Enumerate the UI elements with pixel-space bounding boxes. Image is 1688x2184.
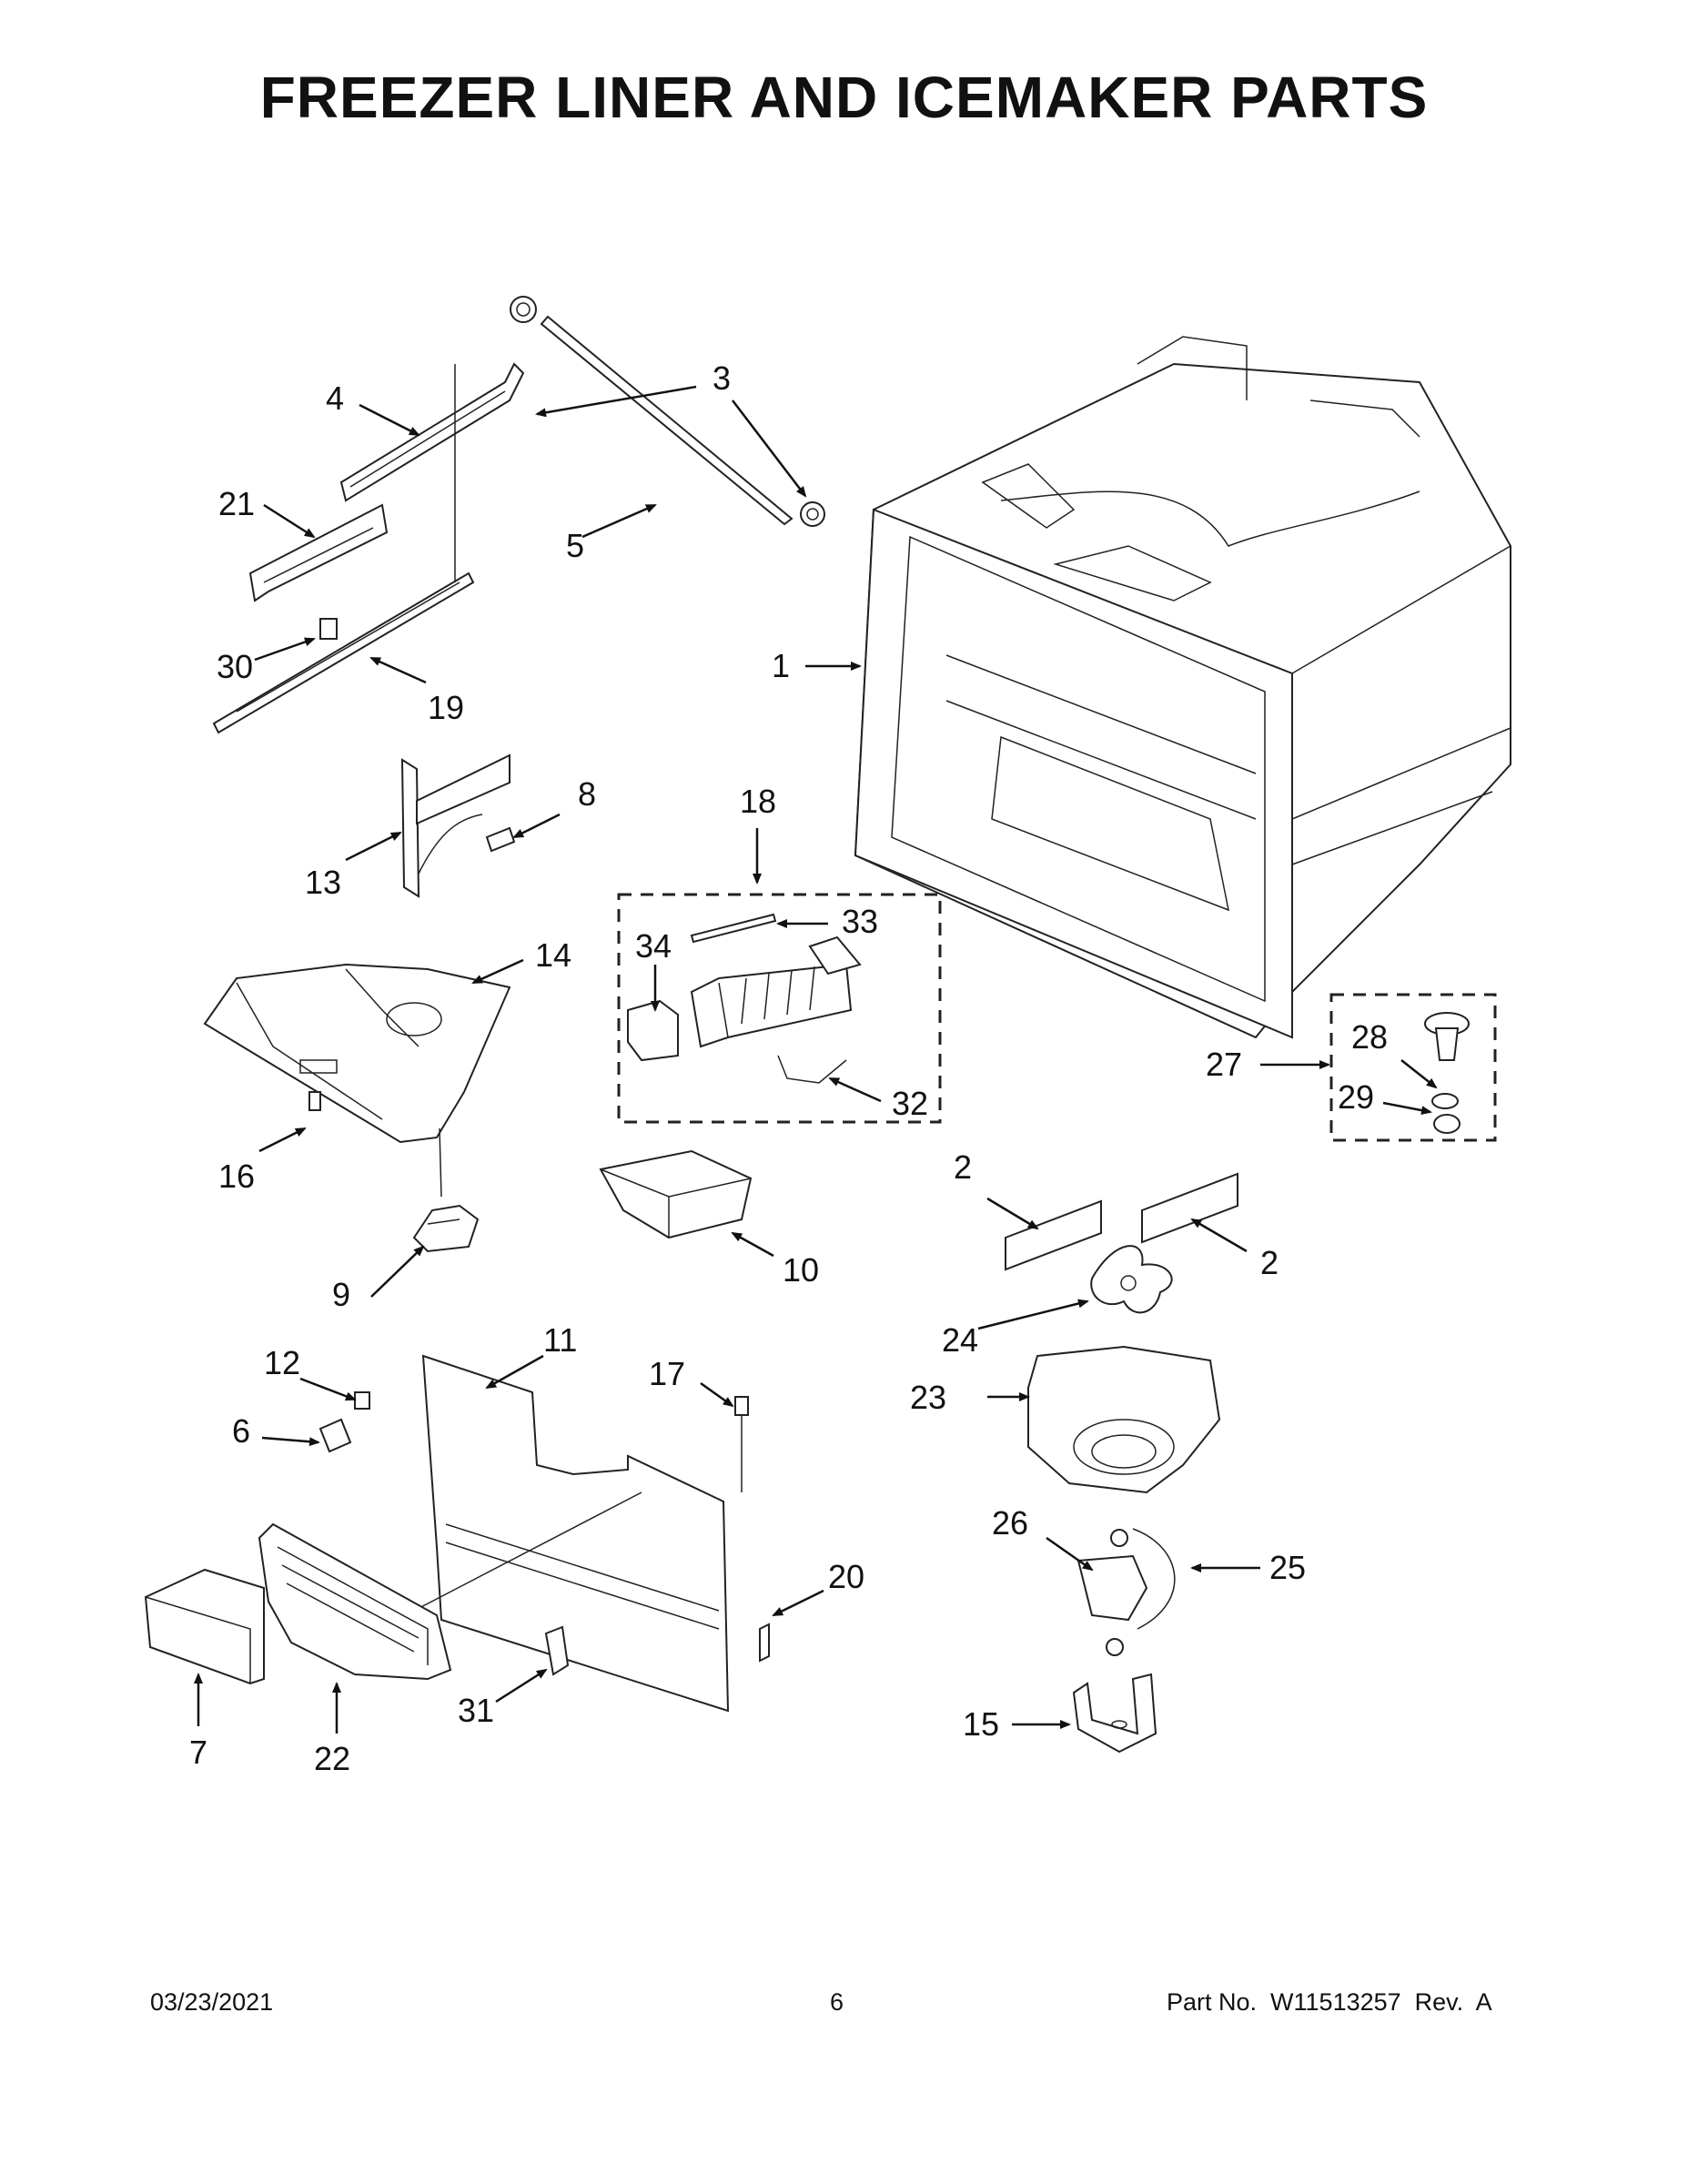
callout-19: 19 <box>428 689 464 726</box>
callout-4: 4 <box>326 379 344 417</box>
callout-28: 28 <box>1351 1018 1388 1056</box>
fan-blade-part <box>1090 1245 1173 1314</box>
callout-6: 6 <box>232 1412 250 1450</box>
callout-17: 17 <box>649 1355 685 1392</box>
clip-part <box>308 1091 321 1111</box>
icemaker-cover-part <box>627 999 679 1062</box>
callout-32: 32 <box>892 1085 928 1122</box>
evaporator-cover-part <box>413 1354 730 1713</box>
deflector-part <box>144 1568 265 1685</box>
callout-29: 29 <box>1338 1078 1374 1116</box>
callout-8: 8 <box>578 775 596 813</box>
callout-leaders <box>194 385 1438 1734</box>
auger-motor-part <box>412 1204 480 1253</box>
callout-26: 26 <box>992 1504 1028 1542</box>
foam-pad-part <box>1005 1172 1238 1271</box>
callout-11: 11 <box>543 1321 577 1359</box>
callout-15: 15 <box>963 1705 999 1743</box>
callout-23: 23 <box>910 1379 946 1416</box>
callout-18: 18 <box>740 783 776 820</box>
callout-20: 20 <box>828 1558 864 1595</box>
wire-harness-part <box>690 913 777 944</box>
callout-16: 16 <box>218 1158 255 1195</box>
screw-part-8 <box>485 826 516 853</box>
callout-1: 1 <box>772 647 790 684</box>
shutoff-arm-part <box>777 1055 847 1084</box>
footer-page-number: 6 <box>830 1988 844 2016</box>
callout-30: 30 <box>217 648 253 685</box>
fan-housing-part <box>1027 1345 1221 1494</box>
callout-31: 31 <box>458 1692 494 1729</box>
motor-bracket-part <box>1072 1673 1157 1754</box>
fill-cup-part <box>1424 1012 1470 1134</box>
callout-14: 14 <box>535 936 571 974</box>
icemaker-assembly-box <box>617 893 942 1124</box>
temperature-probe-part <box>734 1396 749 1492</box>
callout-7: 7 <box>189 1734 207 1771</box>
callout-13: 13 <box>305 864 341 901</box>
screw-part <box>319 618 338 640</box>
fan-motor-part <box>1076 1528 1176 1656</box>
grille-part <box>258 1522 452 1681</box>
callout-2a: 2 <box>954 1148 972 1186</box>
callout-33: 33 <box>842 903 878 940</box>
footer-date: 03/23/2021 <box>150 1988 274 2016</box>
callout-9: 9 <box>332 1276 350 1313</box>
rail-bracket-part <box>248 503 389 602</box>
callout-21: 21 <box>218 485 255 522</box>
callout-10: 10 <box>783 1251 819 1289</box>
callout-24: 24 <box>942 1321 978 1359</box>
ice-bin-tray-part <box>599 1149 753 1239</box>
ice-chute-housing-part <box>203 963 511 1198</box>
page-title: FREEZER LINER AND ICEMAKER PARTS <box>259 65 1429 130</box>
callout-34: 34 <box>635 927 672 965</box>
slide-rail-part <box>339 362 525 502</box>
lower-rail-part <box>212 364 475 734</box>
callout-25: 25 <box>1269 1549 1306 1586</box>
thermistor-part <box>318 1418 352 1453</box>
icemaker-part <box>690 935 862 1048</box>
callout-27: 27 <box>1206 1046 1242 1083</box>
callout-5: 5 <box>566 527 584 564</box>
gear-part <box>510 296 825 527</box>
fill-cup-assembly-box <box>1329 993 1497 1142</box>
callout-2b: 2 <box>1260 1244 1279 1281</box>
callout-3: 3 <box>713 359 731 397</box>
side-bracket-part <box>400 753 510 898</box>
screw-part-12 <box>354 1391 370 1410</box>
shaft-part <box>540 315 793 526</box>
callout-22: 22 <box>314 1740 350 1777</box>
callout-12: 12 <box>264 1344 300 1381</box>
footer-part-number: Part No. W11513257 Rev. A <box>1167 1988 1492 2016</box>
foam-strip-part <box>759 1623 770 1663</box>
drain-part <box>544 1625 570 1676</box>
freezer-liner-part <box>854 336 1511 1039</box>
